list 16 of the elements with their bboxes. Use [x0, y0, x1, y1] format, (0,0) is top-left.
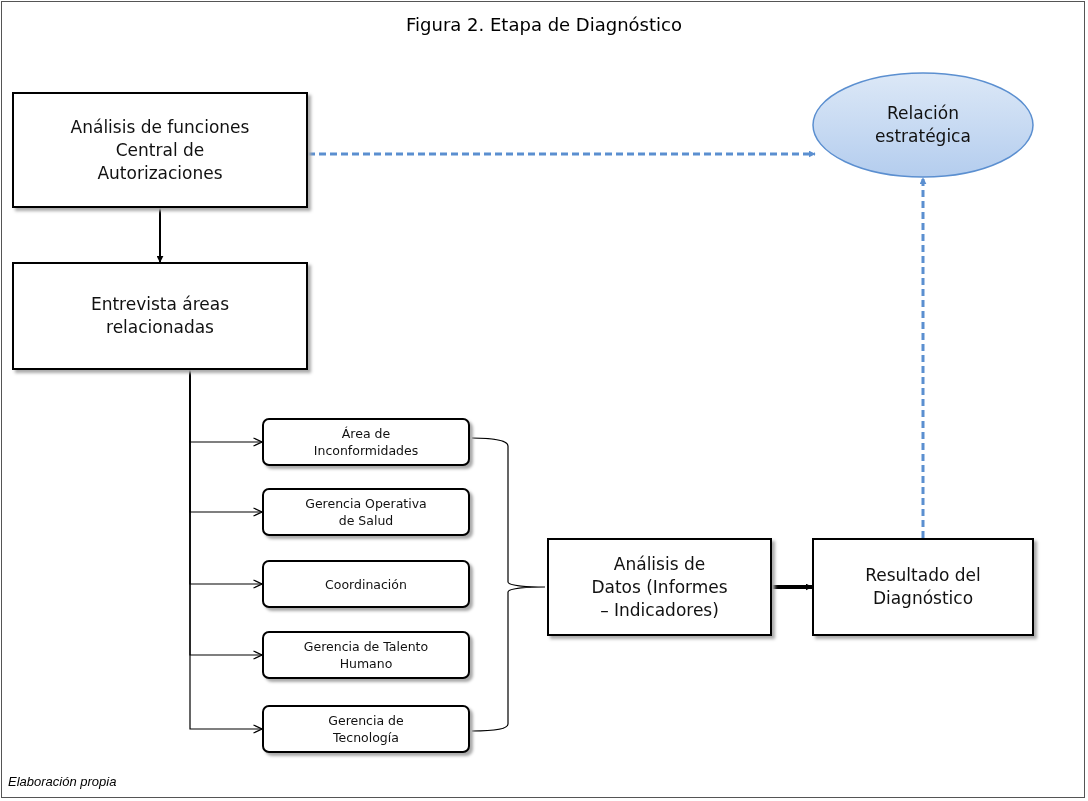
process-box: Resultado del Diagnóstico	[812, 538, 1034, 636]
area-box: Gerencia de Tecnología	[262, 705, 470, 753]
dashed-arrow	[308, 150, 816, 158]
area-box: Gerencia Operativa de Salud	[262, 488, 470, 536]
diagram-title: Figura 2. Etapa de Diagnóstico	[405, 14, 683, 35]
process-box: Análisis de funciones Central de Autorizaciones	[12, 92, 308, 208]
area-box: Área de Inconformidades	[262, 418, 470, 466]
caption: Elaboración propia	[8, 774, 117, 789]
area-box: Gerencia de Talento Humano	[262, 631, 470, 679]
area-box: Coordinación	[262, 560, 470, 608]
node-text: Relación estratégica	[874, 102, 972, 148]
arrow	[156, 207, 164, 263]
process-box: Entrevista áreas relacionadas	[12, 262, 308, 370]
dashed-arrow	[919, 177, 927, 538]
process-box: Análisis de Datos (Informes – Indicadores)	[547, 538, 772, 636]
arrow	[772, 583, 813, 591]
